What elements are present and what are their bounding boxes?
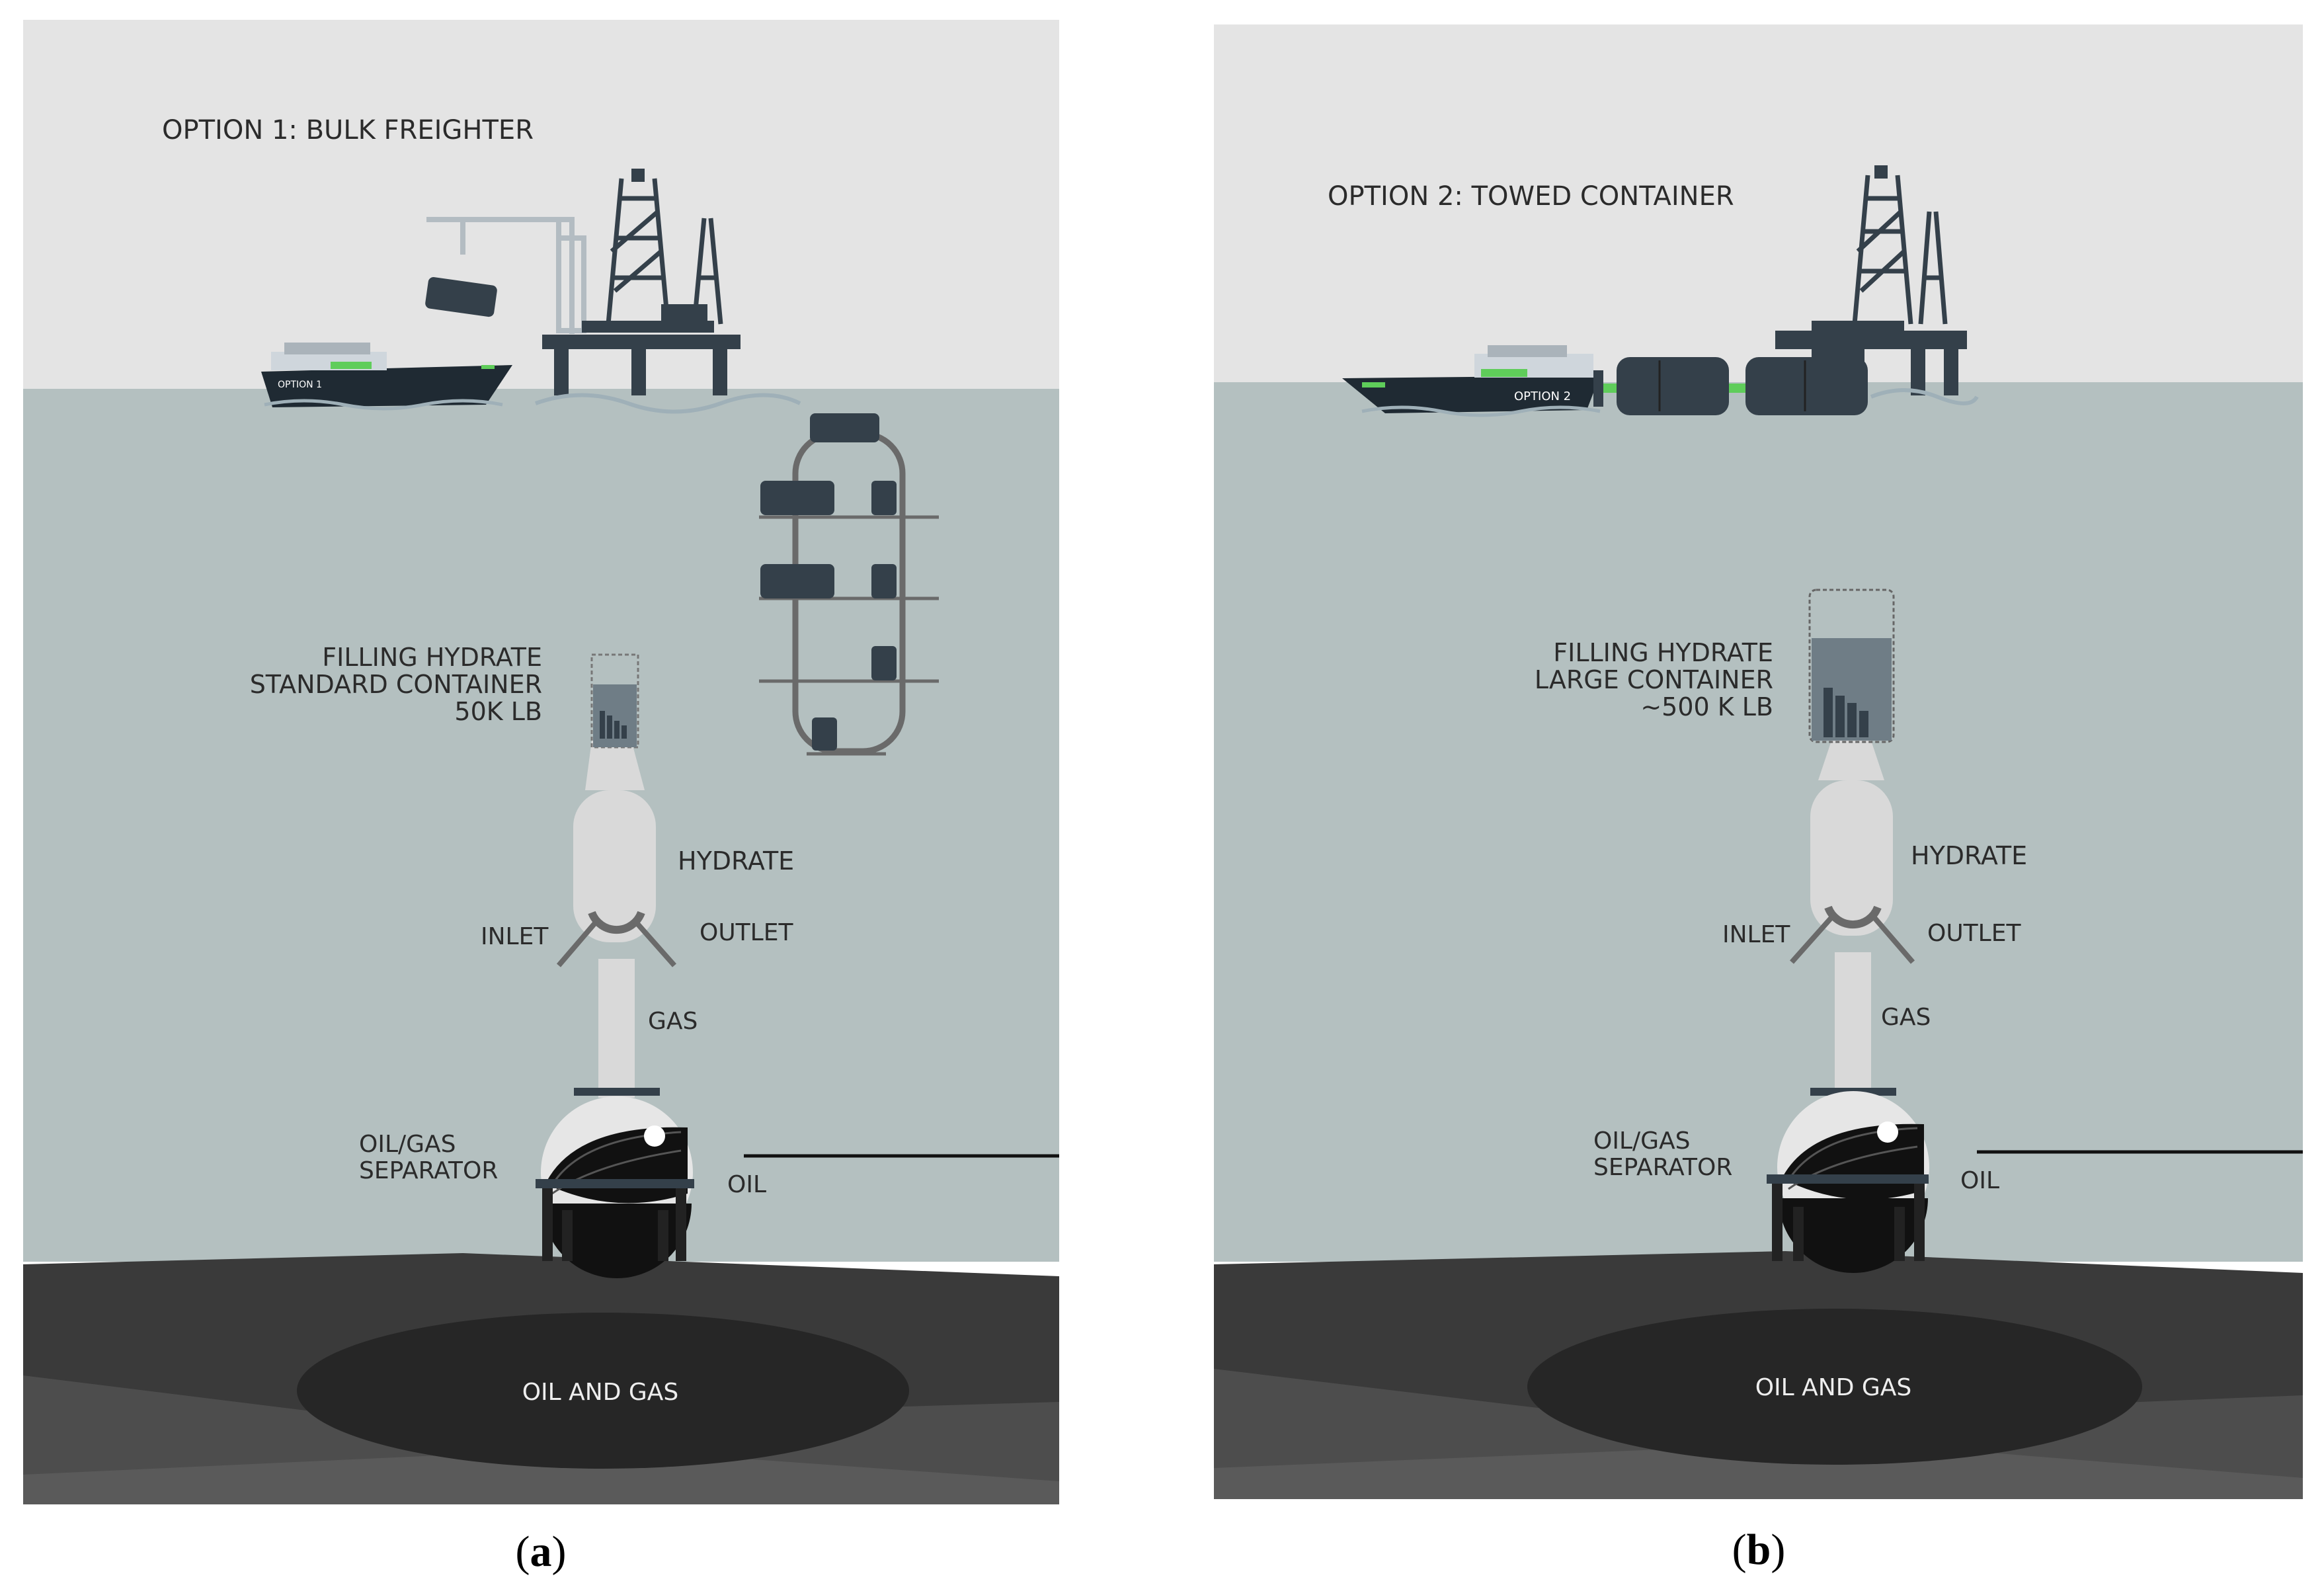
separator-label-b-1: OIL/GAS: [1593, 1127, 1691, 1155]
hydrate-unit-b: [1767, 589, 2303, 1273]
title-b: OPTION 2: TOWED CONTAINER: [1328, 181, 1734, 212]
container-label-b-3: ~500 K LB: [1640, 692, 1773, 721]
tow-ship: [1342, 345, 1601, 417]
seabed-layer2-b: [1214, 1442, 2303, 1499]
panel-b: OPTION 2: TOWED CONTAINER FILLING HYDRAT…: [1214, 24, 2303, 1499]
container-storage-rack: [759, 413, 939, 756]
sea-a: [23, 389, 1059, 1262]
container-label-a-3: 50K LB: [454, 697, 542, 726]
crane: [426, 217, 586, 334]
platform-b: [1775, 165, 1979, 405]
ship-label-a: OPTION 1: [278, 380, 322, 390]
sea-b: [1214, 382, 2303, 1262]
separator-label-a-2: SEPARATOR: [359, 1157, 498, 1184]
reservoir-b: [1527, 1309, 2142, 1465]
hydrate-label-a: HYDRATE: [678, 846, 794, 876]
gas-label-a: GAS: [648, 1008, 698, 1035]
reservoir-a: [297, 1313, 909, 1469]
platform-a: [534, 169, 801, 414]
sky-a: [23, 20, 1059, 390]
title-a: OPTION 1: BULK FREIGHTER: [162, 115, 534, 145]
caption-b: (b): [1732, 1526, 1786, 1574]
outlet-label-a: OUTLET: [700, 919, 793, 946]
inlet-label-a: INLET: [481, 923, 549, 950]
inlet-label-b: INLET: [1722, 921, 1790, 948]
bulk-freighter-ship: [261, 343, 512, 411]
container-label-a-2: STANDARD CONTAINER: [250, 670, 542, 699]
towed-containers: [1593, 357, 1868, 415]
container-label-b-2: LARGE CONTAINER: [1535, 665, 1773, 694]
separator-label-b-2: SEPARATOR: [1593, 1154, 1732, 1181]
reservoir-label-b: OIL AND GAS: [1755, 1374, 1912, 1401]
sky-b: [1214, 24, 2303, 385]
caption-b-letter: b: [1747, 1526, 1771, 1574]
caption-a-letter: a: [530, 1528, 552, 1576]
separator-label-a-1: OIL/GAS: [359, 1131, 456, 1158]
outlet-label-b: OUTLET: [1927, 920, 2021, 947]
seabed-layer2-a: [23, 1448, 1059, 1504]
container-label-b-1: FILLING HYDRATE: [1553, 638, 1773, 667]
gas-label-b: GAS: [1881, 1004, 1931, 1031]
caption-a: (a): [516, 1528, 567, 1576]
container-label-a-1: FILLING HYDRATE: [322, 643, 542, 672]
oil-label-b: OIL: [1960, 1167, 1999, 1194]
hydrate-unit-a: [536, 653, 1059, 1278]
ship-label-b: OPTION 2: [1514, 389, 1571, 403]
oil-label-a: OIL: [727, 1171, 766, 1198]
lifted-container: [425, 277, 497, 317]
hydrate-label-b: HYDRATE: [1911, 841, 2027, 870]
reservoir-label-a: OIL AND GAS: [522, 1379, 679, 1406]
panel-a: OPTION 1: BULK FREIGHTER FILLING HYDRATE…: [23, 20, 1059, 1504]
